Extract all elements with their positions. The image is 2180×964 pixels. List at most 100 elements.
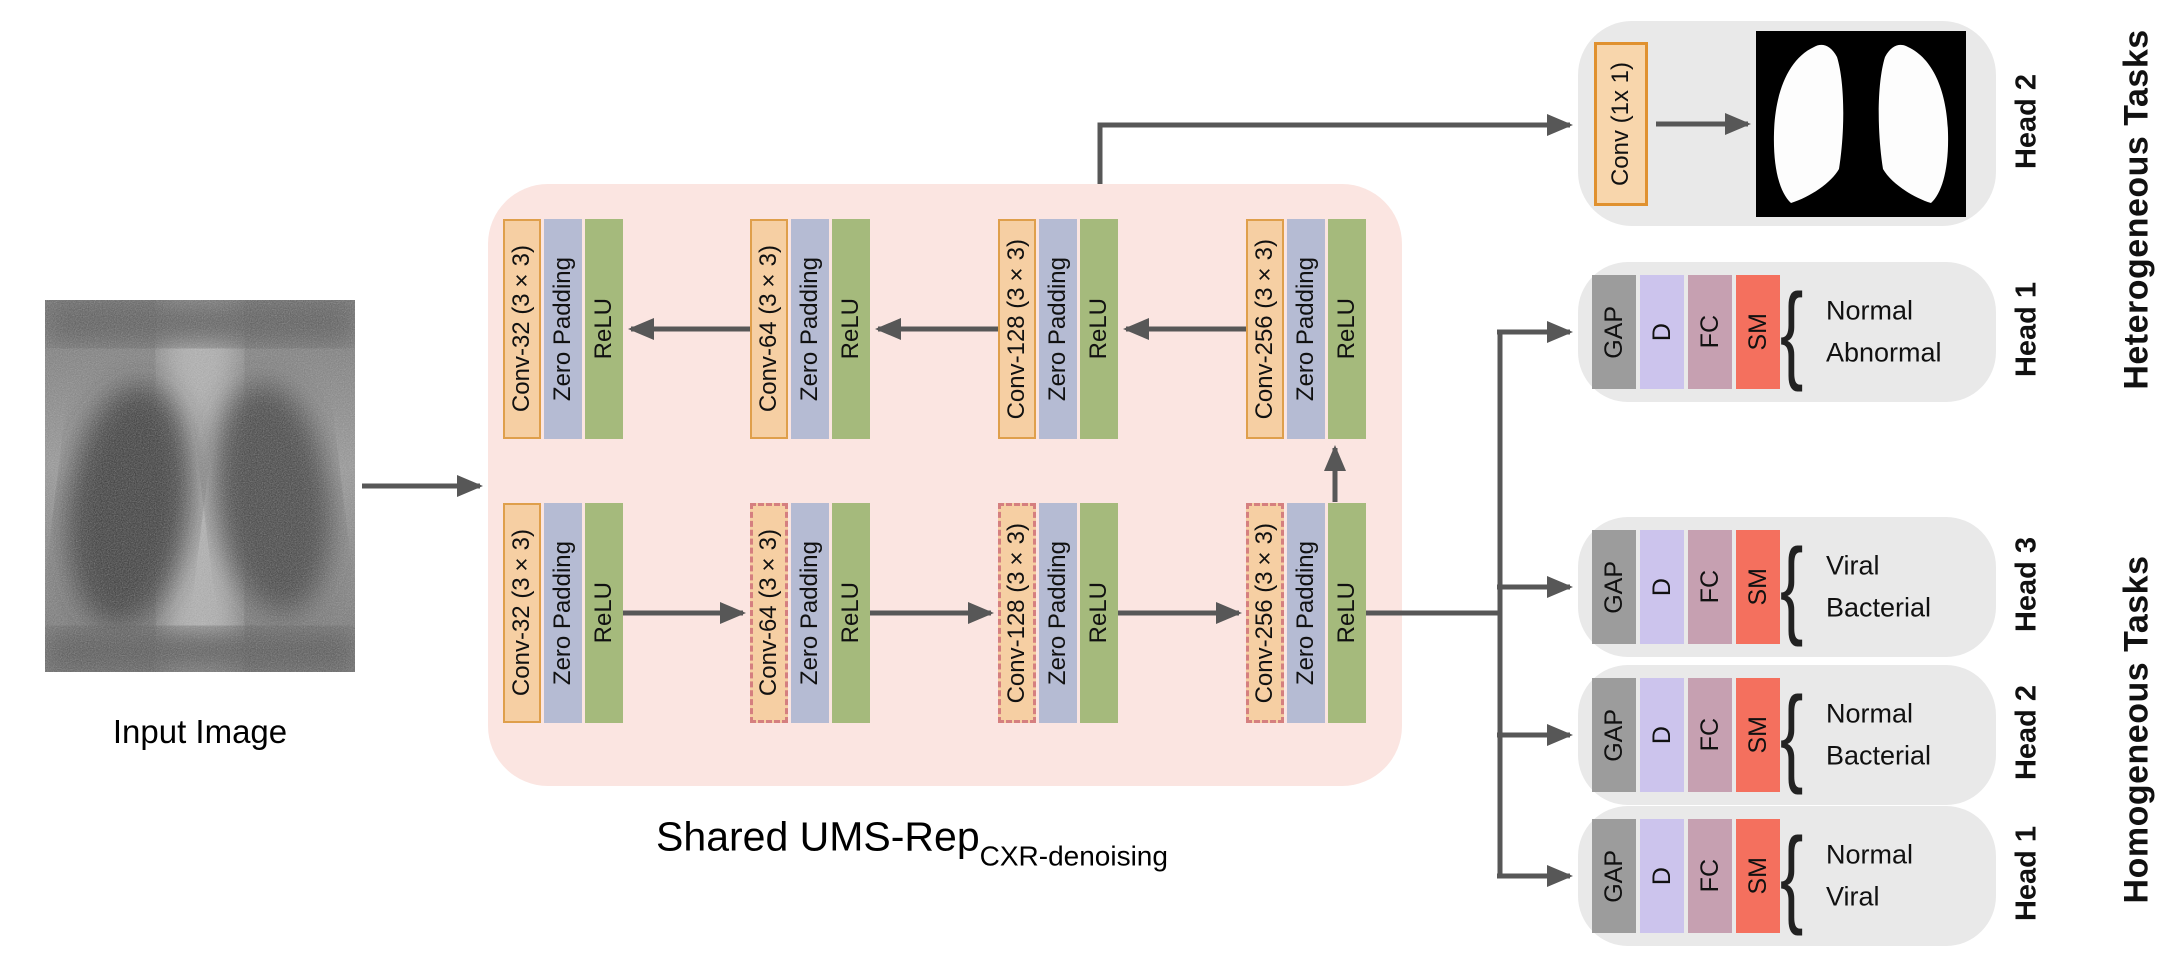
output-class-top: Viral	[1826, 550, 1880, 581]
relu-layer: ReLU	[1080, 503, 1118, 723]
gap-label: GAP	[1599, 560, 1628, 614]
classification-head-homo-2: GAP D FC SM { Normal Bacterial	[1578, 665, 1996, 805]
conv-label: Conv-32 (3×3)	[508, 529, 535, 697]
zero-padding-layer: Zero Padding	[1287, 219, 1325, 439]
conv-group-bottom-4: Conv-256 (3×3) Zero Padding ReLU	[1246, 503, 1366, 723]
dropout-layer: D	[1640, 530, 1684, 644]
fc-layer: FC	[1688, 819, 1732, 933]
conv-layer: Conv-32 (3×3)	[503, 219, 541, 439]
softmax-label: SM	[1743, 313, 1772, 351]
zero-padding-label: Zero Padding	[1292, 540, 1319, 686]
conv-layer: Conv-32 (3×3)	[503, 503, 541, 723]
head-label-homo-head-1: Head 1	[2011, 826, 2044, 926]
zero-padding-label: Zero Padding	[549, 256, 576, 402]
conv-group-top-4: Conv-256 (3×3) Zero Padding ReLU	[1246, 219, 1366, 439]
softmax-layer: SM	[1736, 275, 1780, 389]
lung-segmentation-mask-image	[1756, 31, 1966, 217]
fc-label: FC	[1695, 718, 1724, 752]
classification-head-homo-1: GAP D FC SM { Normal Viral	[1578, 806, 1996, 946]
dropout-label: D	[1647, 866, 1676, 886]
conv-layer: Conv-256 (3×3)	[1246, 219, 1284, 439]
conv-label: Conv-32 (3×3)	[508, 245, 535, 413]
relu-label: ReLU	[590, 298, 617, 360]
classification-head-homo-3: GAP D FC SM { Viral Bacterial	[1578, 517, 1996, 657]
brace-glyph: {	[1780, 271, 1804, 393]
heterogeneous-tasks-label: Heterogeneous Tasks	[2118, 29, 2157, 394]
conv-layer: Conv-128 (3×3)	[998, 219, 1036, 439]
conv-group-top-2: Conv-64 (3×3) Zero Padding ReLU	[750, 219, 870, 439]
gap-layer: GAP	[1592, 819, 1636, 933]
zero-padding-label: Zero Padding	[1044, 540, 1071, 686]
gap-label: GAP	[1599, 708, 1628, 762]
conv-label: Conv-128 (3×3)	[1003, 238, 1030, 420]
zero-padding-layer: Zero Padding	[791, 219, 829, 439]
dropout-label: D	[1647, 322, 1676, 342]
head-label-text: Head 2	[2010, 73, 2043, 170]
conv-label: Conv-256 (3×3)	[1251, 238, 1278, 420]
head-label-seg-head-2: Head 2	[2011, 74, 2044, 174]
output-classes: Normal Bacterial	[1826, 699, 1931, 772]
gap-layer: GAP	[1592, 530, 1636, 644]
brace-glyph: {	[1780, 815, 1804, 937]
output-classes: Viral Bacterial	[1826, 551, 1931, 624]
conv-label: Conv-64 (3×3)	[755, 529, 782, 697]
output-class-bottom: Abnormal	[1826, 337, 1942, 368]
relu-layer: ReLU	[832, 219, 870, 439]
softmax-layer: SM	[1736, 819, 1780, 933]
head-label-text: Head 1	[2010, 281, 2043, 378]
softmax-label: SM	[1743, 857, 1772, 895]
relu-label: ReLU	[1333, 298, 1360, 360]
dropout-layer: D	[1640, 275, 1684, 389]
fc-layer: FC	[1688, 275, 1732, 389]
relu-layer: ReLU	[585, 219, 623, 439]
brace-glyph: {	[1780, 674, 1804, 796]
input-image-label: Input Image	[112, 713, 288, 750]
conv-group-top-3: Conv-128 (3×3) Zero Padding ReLU	[998, 219, 1118, 439]
conv-group-top-1: Conv-32 (3×3) Zero Padding ReLU	[503, 219, 623, 439]
fc-layer: FC	[1688, 678, 1732, 792]
fc-layer: FC	[1688, 530, 1732, 644]
fc-label: FC	[1695, 315, 1724, 349]
fc-label: FC	[1695, 570, 1724, 604]
relu-label: ReLU	[837, 298, 864, 360]
conv-layer: Conv-64 (3×3)	[750, 503, 788, 723]
dropout-label: D	[1647, 577, 1676, 597]
head-label-text: Head 2	[2010, 684, 2043, 781]
conv-label: Conv-64 (3×3)	[755, 245, 782, 413]
relu-label: ReLU	[837, 582, 864, 644]
zero-padding-layer: Zero Padding	[544, 219, 582, 439]
output-classes: Normal Abnormal	[1826, 296, 1942, 369]
relu-label: ReLU	[590, 582, 617, 644]
output-class-top: Normal	[1826, 698, 1914, 729]
shared-block-title-subscript: CXR-denoising	[979, 840, 1168, 872]
relu-layer: ReLU	[585, 503, 623, 723]
output-class-bottom: Viral	[1826, 881, 1880, 912]
zero-padding-label: Zero Padding	[549, 540, 576, 686]
head-label-homo-head-3: Head 3	[2011, 537, 2044, 637]
dropout-label: D	[1647, 725, 1676, 745]
output-class-top: Normal	[1826, 295, 1914, 326]
dropout-layer: D	[1640, 819, 1684, 933]
relu-label: ReLU	[1085, 298, 1112, 360]
zero-padding-layer: Zero Padding	[1287, 503, 1325, 723]
homogeneous-tasks-label: Homogeneous Tasks	[2118, 556, 2157, 909]
softmax-layer: SM	[1736, 678, 1780, 792]
zero-padding-label: Zero Padding	[796, 540, 823, 686]
gap-label: GAP	[1599, 849, 1628, 903]
conv-label: Conv-128 (3×3)	[1003, 522, 1030, 704]
relu-label: ReLU	[1085, 582, 1112, 644]
softmax-layer: SM	[1736, 530, 1780, 644]
zero-padding-label: Zero Padding	[1292, 256, 1319, 402]
head-label-homo-head-2: Head 2	[2011, 685, 2044, 785]
zero-padding-layer: Zero Padding	[1039, 219, 1077, 439]
relu-label: ReLU	[1333, 582, 1360, 644]
conv-group-bottom-3: Conv-128 (3×3) Zero Padding ReLU	[998, 503, 1118, 723]
zero-padding-layer: Zero Padding	[791, 503, 829, 723]
head-label-het-head-1: Head 1	[2011, 282, 2044, 382]
fc-label: FC	[1695, 859, 1724, 893]
softmax-label: SM	[1743, 568, 1772, 606]
gap-label: GAP	[1599, 305, 1628, 359]
classification-head-het-1: GAP D FC SM { Normal Abnormal	[1578, 262, 1996, 402]
output-class-bottom: Bacterial	[1826, 740, 1932, 771]
